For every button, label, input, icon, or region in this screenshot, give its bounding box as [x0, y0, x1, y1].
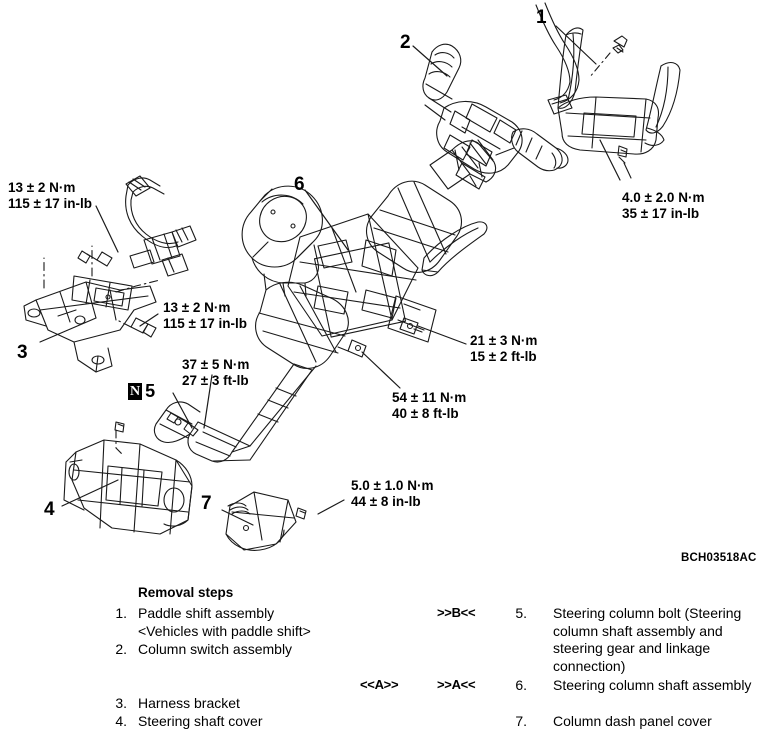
bolt-harness-upper	[77, 250, 113, 267]
legend-number-3: 3.	[115, 695, 127, 711]
legend-number-4: 4.	[115, 713, 127, 729]
torque-spec-label: 54 ± 11 N·m 40 ± 8 ft-lb	[392, 390, 466, 422]
legend-item-7: Column dash panel cover	[553, 713, 712, 729]
legend-number-7: 7.	[515, 713, 527, 729]
bolt-lower-joint	[166, 412, 199, 437]
torque-spec-label: 4.0 ± 2.0 N·m 35 ± 17 in-lb	[622, 190, 704, 222]
torque-nm-value: 13 ± 2 N·m	[8, 180, 76, 195]
torque-imperial-value: 15 ± 2 ft-lb	[470, 349, 537, 364]
legend-number-1: 1.	[115, 605, 127, 621]
bolt-shaft-cover	[114, 421, 125, 433]
mark-a-install: <<A>>	[360, 677, 399, 692]
torque-nm-value: 4.0 ± 2.0 N·m	[622, 190, 705, 205]
torque-imperial-value: 115 ± 17 in-lb	[8, 196, 92, 211]
n-mark-icon: N	[128, 383, 143, 401]
part-steering-column-shaft-assembly	[153, 139, 497, 463]
callout-7: 7	[201, 493, 212, 514]
legend-number-2: 2.	[115, 641, 127, 657]
removal-steps-legend: Removal steps 1. Paddle shift assembly <…	[0, 580, 763, 737]
torque-nm-value: 37 ± 5 N·m	[182, 357, 250, 372]
column-mount-fasteners	[337, 317, 423, 358]
torque-imperial-value: 115 ± 17 in-lb	[163, 316, 247, 331]
part-steering-shaft-cover	[63, 421, 193, 535]
bolt-paddle-lower	[617, 145, 628, 164]
mark-a-removal: >>A<<	[437, 677, 476, 692]
part-harness-bracket	[23, 175, 197, 373]
part-column-switch-assembly	[422, 2, 580, 190]
bolt-paddle-upper	[612, 35, 628, 54]
part-column-dash-panel-cover	[225, 491, 307, 551]
callout-6: 6	[294, 174, 305, 195]
torque-spec-label: 13 ± 2 N·m 115 ± 17 in-lb	[8, 180, 92, 212]
image-reference-code: BCH03518AC	[681, 552, 757, 564]
part-paddle-shift-assembly	[557, 27, 681, 179]
torque-spec-label: 21 ± 3 N·m 15 ± 2 ft-lb	[470, 333, 537, 365]
legend-title: Removal steps	[138, 585, 234, 600]
torque-spec-label: 37 ± 5 N·m 27 ± 3 ft-lb	[182, 357, 249, 389]
torque-spec-label: 5.0 ± 1.0 N·m 44 ± 8 in-lb	[351, 478, 433, 510]
leader-lines	[39, 25, 621, 526]
mark-b-removal: >>B<<	[437, 605, 476, 620]
torque-imperial-value: 27 ± 3 ft-lb	[182, 373, 249, 388]
legend-item-1: Paddle shift assembly	[138, 605, 275, 621]
legend-item-5: Steering column bolt (Steering column sh…	[553, 605, 742, 674]
legend-item-3: Harness bracket	[138, 695, 240, 711]
callout-1: 1	[536, 7, 547, 28]
legend-item-1-note: <Vehicles with paddle shift>	[138, 623, 311, 639]
torque-nm-value: 54 ± 11 N·m	[392, 390, 467, 405]
torque-spec-label: 13 ± 2 N·m 115 ± 17 in-lb	[163, 300, 247, 332]
torque-imperial-value: 40 ± 8 ft-lb	[392, 406, 459, 421]
torque-imperial-value: 44 ± 8 in-lb	[351, 494, 421, 509]
legend-item-4: Steering shaft cover	[138, 713, 263, 729]
bolt-dash-cover	[295, 507, 307, 520]
n-mark-number: 5	[145, 381, 156, 402]
legend-item-2: Column switch assembly	[138, 641, 293, 657]
torque-nm-value: 21 ± 3 N·m	[470, 333, 538, 348]
torque-nm-value: 13 ± 2 N·m	[163, 300, 231, 315]
callout-2: 2	[400, 32, 411, 53]
torque-nm-value: 5.0 ± 1.0 N·m	[351, 478, 434, 493]
legend-number-6: 6.	[515, 677, 527, 693]
callout-4: 4	[44, 499, 55, 520]
legend-item-6: Steering column shaft assembly	[553, 677, 752, 693]
bolt-harness-lower	[118, 317, 157, 338]
callout-3: 3	[17, 342, 28, 363]
torque-imperial-value: 35 ± 17 in-lb	[622, 206, 700, 221]
legend-number-5: 5.	[515, 605, 527, 621]
